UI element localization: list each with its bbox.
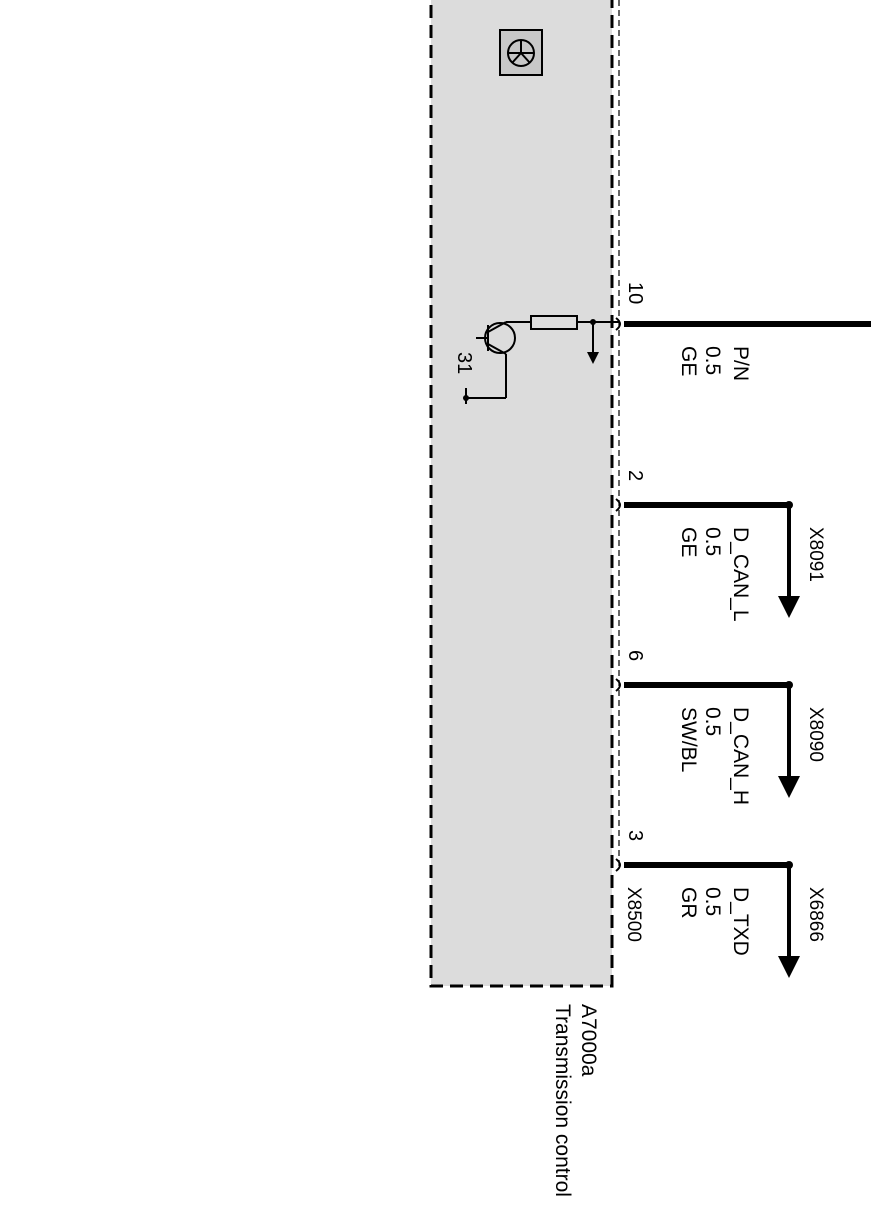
module-connector-label: X8500 — [623, 887, 644, 942]
arrow-down-icon — [778, 596, 800, 618]
pin-number-2: 2 — [624, 470, 646, 481]
wire-color-10: GE — [677, 346, 700, 376]
pin-number-3: 3 — [624, 830, 646, 841]
wire-pin-2 — [615, 498, 800, 618]
transistor-circuit — [466, 315, 619, 399]
wire-color-3: GR — [677, 887, 700, 919]
component-id: A7000a — [577, 1004, 600, 1077]
ground-label: 31 — [453, 352, 475, 374]
wire-cross-section-2: 0.5 — [701, 527, 724, 556]
wire-cross-section-10: 0.5 — [701, 346, 724, 375]
destination-connector-3: X6866 — [805, 887, 826, 942]
destination-connector-6: X8090 — [805, 707, 826, 762]
junction-dot — [590, 319, 596, 325]
ground-dot — [463, 395, 469, 401]
destination-connector-2: X8091 — [805, 527, 826, 582]
wire-pin-3 — [615, 858, 800, 978]
wire-signal-10: P/N — [729, 346, 752, 381]
wire-color-2: GE — [677, 527, 700, 557]
arrow-down-icon — [778, 776, 800, 798]
component-name: Transmission control — [551, 1004, 574, 1197]
wire-cross-section-3: 0.5 — [701, 887, 724, 916]
wire-pin-10 — [615, 317, 871, 331]
pin-number-10: 10 — [624, 282, 646, 304]
wire-signal-3: D_TXD — [729, 887, 752, 956]
wire-cross-section-6: 0.5 — [701, 707, 724, 736]
wire-color-6: SW/BL — [677, 707, 700, 772]
arrow-down-icon — [778, 956, 800, 978]
wire-signal-2: D_CAN_L — [729, 527, 752, 622]
wire-pin-6 — [615, 678, 800, 798]
pin-number-6: 6 — [624, 650, 646, 661]
wire-signal-6: D_CAN_H — [729, 707, 752, 805]
control-unit-icon — [499, 29, 543, 76]
pulldown-arrow-icon — [587, 352, 599, 364]
transmission-control-box — [429, 0, 614, 988]
